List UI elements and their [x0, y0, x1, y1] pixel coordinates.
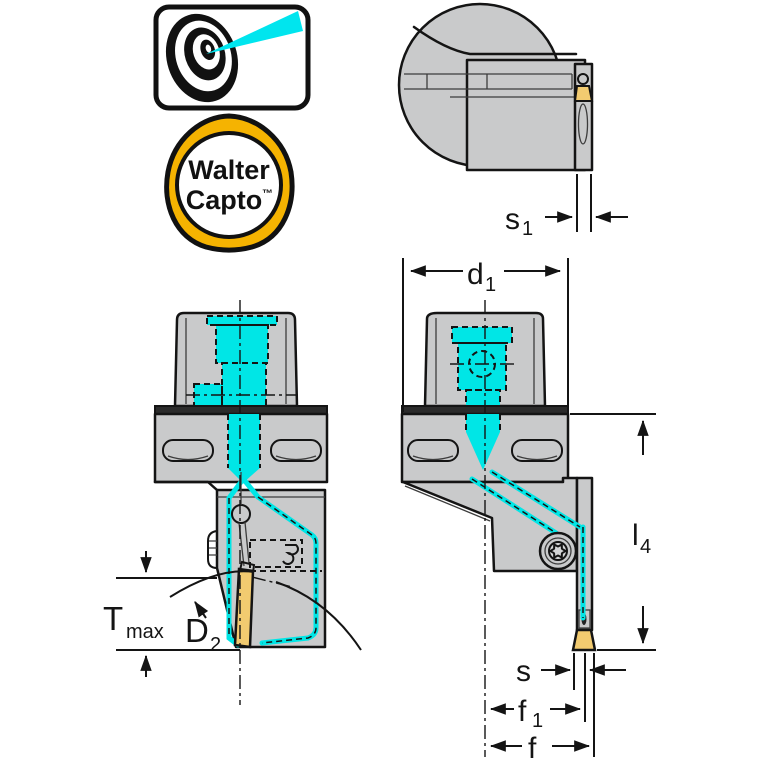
flange-slot	[511, 439, 563, 462]
walter-capto-logo: Walter Capto ™	[164, 113, 295, 253]
bullseye-coolant-logo	[153, 4, 311, 111]
dim-f1: f 1	[489, 695, 582, 732]
dim-f-label: f	[528, 732, 537, 765]
front-view-drawing: d 1 l 4 s f 1	[400, 258, 656, 765]
side-view-drawing: T max D 2	[103, 300, 362, 705]
dim-d2-sub: 2	[210, 634, 221, 656]
dim-l4: l 4	[570, 413, 656, 651]
flange-slot	[270, 439, 322, 462]
dim-f: f	[489, 732, 591, 765]
dim-s: s	[516, 653, 626, 757]
dim-d1: d 1	[402, 258, 569, 412]
torx-screw	[538, 531, 578, 571]
insert-front	[571, 628, 597, 652]
dim-s1-label: s	[505, 203, 520, 236]
dim-s1-sub: 1	[522, 218, 533, 240]
dim-l4-sub: 4	[640, 536, 651, 558]
dim-tmax: T max	[103, 551, 240, 677]
coolant-beam-icon	[206, 11, 303, 54]
tool-body-side	[215, 488, 327, 649]
bullseye-icon	[165, 13, 239, 103]
dim-s-label: s	[516, 655, 531, 688]
capto-logo-inner-circle	[175, 131, 283, 239]
workpiece-arc	[275, 581, 362, 651]
dim-d2-label: D	[185, 612, 209, 649]
dim-f1-sub: 1	[532, 710, 543, 732]
logo-walter-text: Walter	[188, 155, 270, 185]
dim-d1-sub: 1	[485, 274, 496, 296]
tool-body-top	[465, 58, 587, 172]
dim-tmax-sub: max	[126, 621, 164, 643]
insert-side	[233, 567, 255, 649]
top-view-drawing: s 1	[397, 2, 628, 240]
logo-trademark: ™	[262, 188, 273, 200]
dim-tmax-label: T	[103, 600, 123, 637]
dim-s1: s 1	[505, 174, 628, 240]
clamp-screw-top	[577, 73, 589, 85]
insert-top	[573, 85, 594, 102]
workpiece-arc	[169, 570, 255, 598]
hidden-pocket-outline	[249, 539, 303, 568]
flange-slot	[407, 439, 459, 462]
dim-d2: D 2	[185, 601, 221, 656]
dim-d1-label: d	[467, 258, 484, 291]
flange-slot	[162, 439, 214, 462]
dim-l4-label: l	[632, 519, 639, 552]
logo-capto-text: Capto	[186, 185, 263, 215]
clamp-screw-side	[207, 529, 218, 570]
dim-f1-label: f	[518, 695, 527, 728]
